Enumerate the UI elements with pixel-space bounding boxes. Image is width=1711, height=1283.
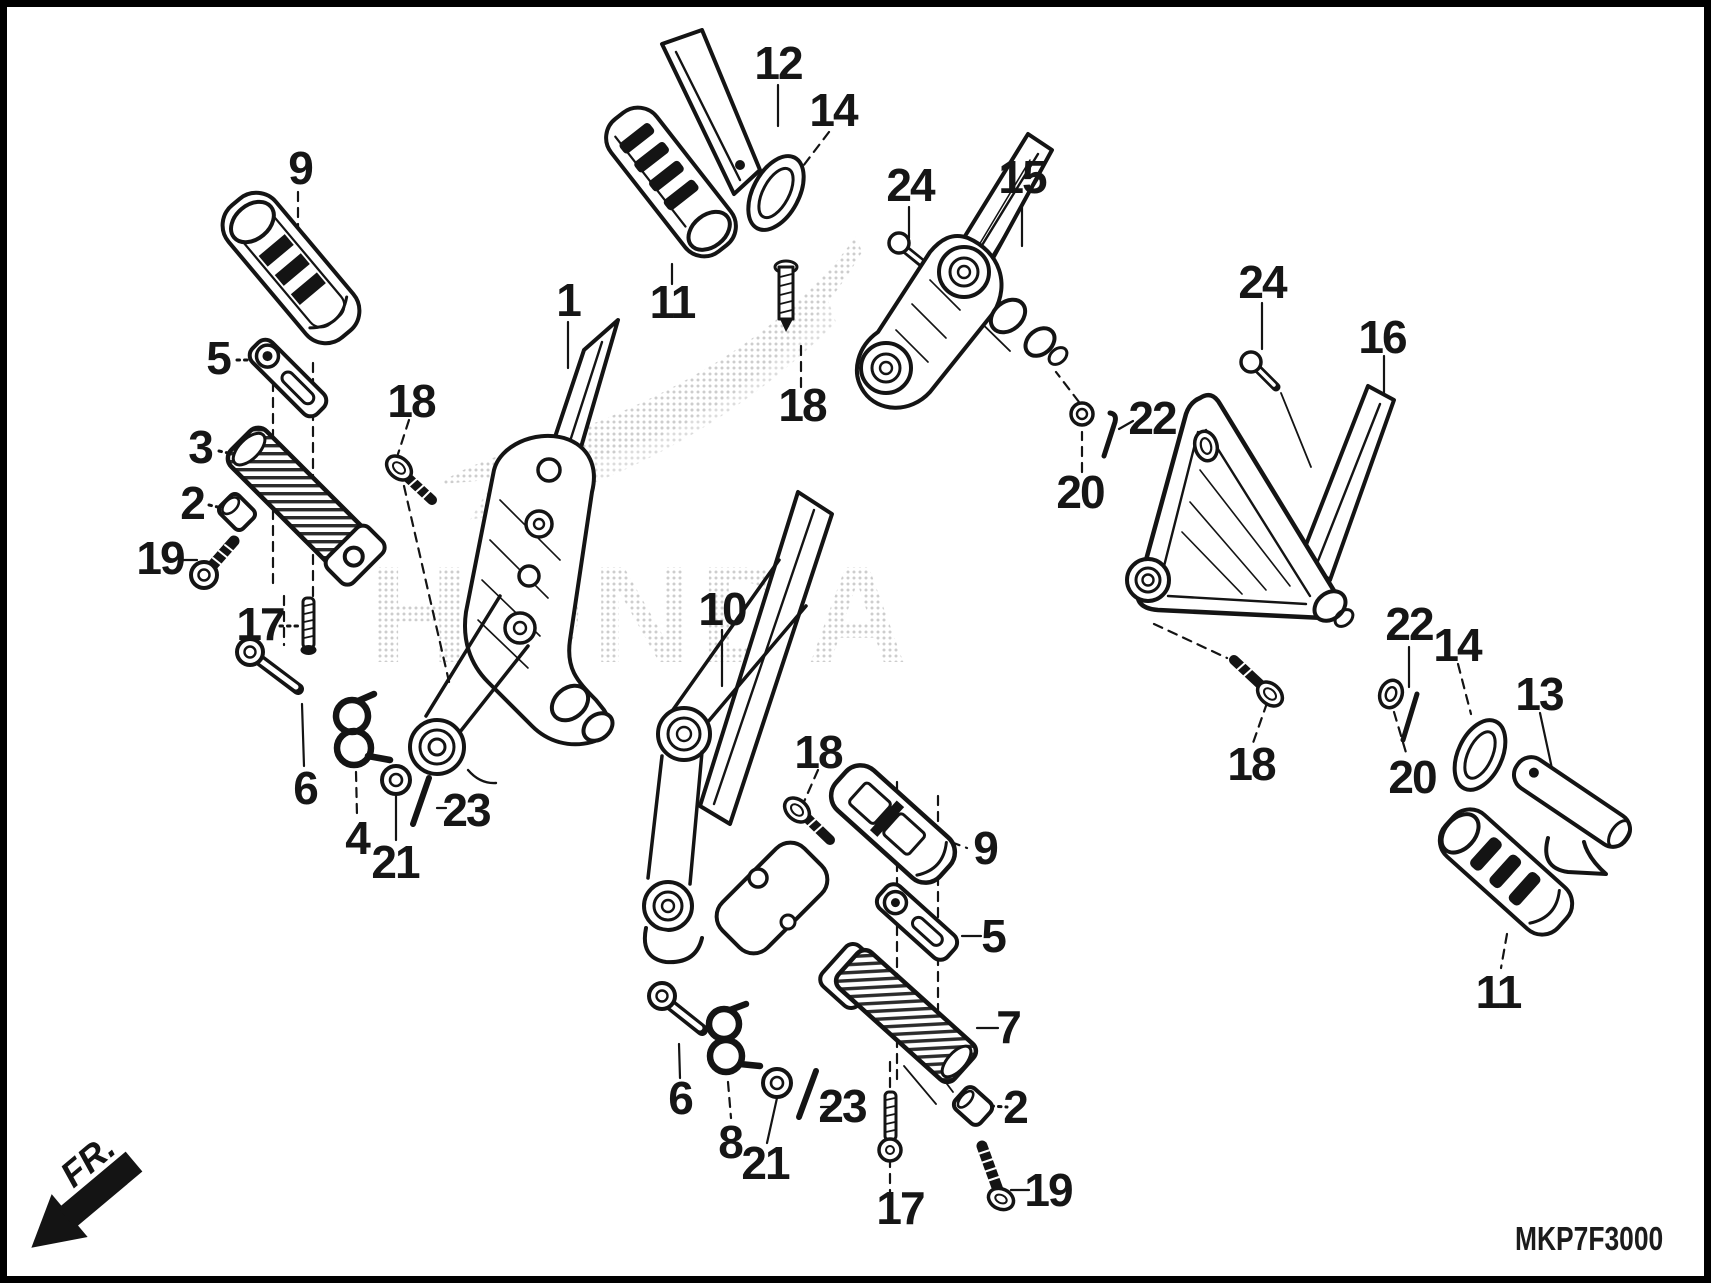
- callout-part-8: 8: [718, 1116, 744, 1168]
- part-14-washer-upper-middle: [746, 154, 806, 232]
- part-11-step-rubber-upper-middle: [604, 105, 738, 259]
- part-16-bracket-rear-right: [1125, 384, 1396, 628]
- callout-part-16: 16: [1358, 311, 1407, 363]
- callout-part-6: 6: [668, 1072, 694, 1124]
- fr-direction-indicator: FR.: [31, 1126, 143, 1248]
- callout-part-1: 1: [556, 274, 582, 326]
- part-19-bolt-lower-middle: [976, 1140, 1016, 1212]
- callout-part-15: 15: [998, 151, 1047, 203]
- callout-part-21: 21: [741, 1137, 790, 1189]
- part-2-collar-lower-middle: [951, 1085, 995, 1127]
- callout-part-18: 18: [778, 379, 827, 431]
- part-2-collar-upper-left: [216, 491, 258, 533]
- part-20-nut-middle: [1069, 401, 1095, 427]
- callout-part-13: 13: [1515, 668, 1564, 720]
- callout-part-10: 10: [698, 583, 747, 635]
- callout-part-24: 24: [1238, 256, 1287, 308]
- part-17-stud-upper-left: [300, 596, 317, 655]
- callout-part-9: 9: [973, 822, 999, 874]
- part-24-pin-right: [1239, 350, 1281, 392]
- part-6-pin-left: [235, 637, 304, 695]
- part-7-step-lower-middle: [818, 941, 979, 1085]
- callout-part-3: 3: [188, 421, 214, 473]
- callout-part-18: 18: [387, 375, 436, 427]
- callout-part-23: 23: [818, 1080, 867, 1132]
- part-8-spring-lower-middle: [705, 1000, 764, 1076]
- part-22-pin-right: [1400, 691, 1420, 743]
- callout-part-6: 6: [293, 762, 319, 814]
- watermark-text: HONDA: [369, 538, 915, 692]
- callout-part-21: 21: [371, 836, 420, 888]
- part-21-washer-left: [380, 764, 412, 796]
- part-11-step-rubber-lower-right: [1437, 807, 1575, 937]
- callout-part-19: 19: [1024, 1164, 1073, 1216]
- part-10-bracket-rear-left: [642, 490, 834, 965]
- diagram-code: MKP7F3000: [1515, 1220, 1664, 1257]
- part-5-plate-upper-left: [247, 337, 329, 419]
- fr-arrow-icon: [31, 1194, 88, 1248]
- bolt-18-right: [1229, 655, 1285, 708]
- part-4-spring-left: [332, 690, 394, 769]
- part-23-rod-left: [410, 775, 432, 827]
- callout-part-7: 7: [996, 1001, 1022, 1053]
- callout-part-2: 2: [180, 477, 206, 529]
- callout-part-20: 20: [1388, 751, 1437, 803]
- part-9-step-rubber-lower-middle: [828, 763, 958, 885]
- part-13-pillion-step-bar-right: [1511, 755, 1633, 876]
- part-12-step-guard-upper-middle: [660, 28, 762, 196]
- callout-part-12: 12: [754, 37, 803, 89]
- part-1-main-bracket-front-left: [408, 318, 620, 785]
- callout-part-22: 22: [1128, 392, 1177, 444]
- part-24-pin-upper-middle: [887, 231, 933, 273]
- part-23-rod-lower-middle: [796, 1068, 819, 1120]
- part-6-pin-lower-middle: [647, 981, 708, 1036]
- honda-watermark: HONDA: [369, 236, 915, 692]
- part-5-plate-lower-middle: [874, 882, 960, 962]
- callout-part-17: 17: [876, 1182, 925, 1234]
- callout-part-9: 9: [288, 142, 314, 194]
- callout-part-24: 24: [886, 159, 935, 211]
- callout-part-4: 4: [345, 812, 371, 864]
- callout-part-23: 23: [442, 784, 491, 836]
- callout-part-20: 20: [1056, 466, 1105, 518]
- callout-part-11: 11: [1475, 966, 1523, 1018]
- callout-part-14: 14: [809, 84, 858, 136]
- callout-part-17: 17: [236, 598, 285, 650]
- callout-part-18: 18: [1227, 738, 1276, 790]
- part-20-nut-right: [1377, 678, 1405, 710]
- callout-part-2: 2: [1003, 1081, 1029, 1133]
- callout-part-14: 14: [1433, 619, 1482, 671]
- bolt-18-upper-left: [384, 454, 437, 505]
- part-9-step-rubber-upper-left: [220, 190, 362, 346]
- part-15-step-holder-front-right: [854, 132, 1069, 410]
- callout-part-18: 18: [794, 726, 843, 778]
- callout-part-22: 22: [1385, 598, 1434, 650]
- bolt-18-middle-left: [782, 796, 835, 845]
- callout-part-19: 19: [136, 532, 185, 584]
- part-3-step-upper-left: [225, 425, 387, 587]
- part-17-screw-lower-middle: [877, 1090, 903, 1163]
- callout-part-11: 11: [649, 276, 697, 328]
- part-21-washer-lower-middle: [761, 1067, 793, 1099]
- callout-part-5: 5: [981, 910, 1007, 962]
- part-19-bolt-upper-left: [189, 535, 240, 590]
- part-18-screw-upper-middle: [773, 259, 799, 332]
- part-14-washer-right: [1452, 718, 1508, 792]
- part-22-pin-middle: [1101, 410, 1118, 459]
- callout-part-5: 5: [206, 332, 232, 384]
